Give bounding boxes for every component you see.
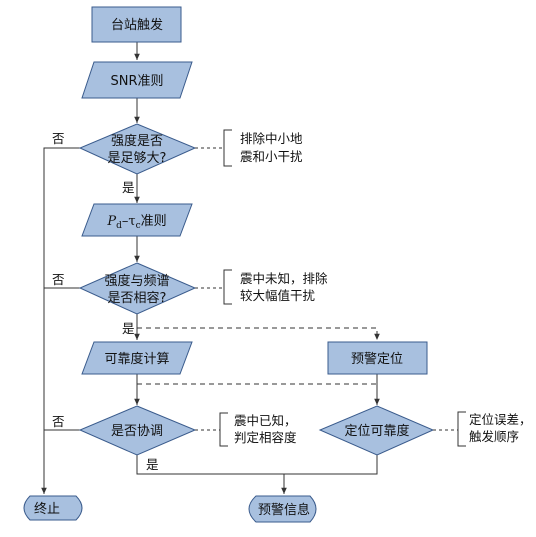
loc-reliable-question-label: 定位可靠度 (344, 423, 409, 439)
dashed-arrow-warn-locate (137, 327, 380, 340)
label-yes-strength: 是 (122, 180, 135, 195)
note-unknown-quake: 震中未知，排除 较大幅值干扰 (195, 269, 328, 305)
note-loc-error: 定位误差， 触发顺序 (433, 411, 532, 447)
strength-question-line1: 强度是否 (111, 133, 163, 149)
note-known-quake: 震中已知， 判定相容度 (195, 412, 297, 447)
connectors (41, 42, 380, 494)
label-no-match: 否 (52, 272, 65, 287)
node-warn-info-label: 预警信息 (258, 502, 310, 518)
note-loc-error-line2: 触发顺序 (469, 429, 519, 444)
label-no-coord: 否 (52, 414, 65, 429)
node-warn-info: 预警信息 (248, 495, 317, 523)
node-coord-question: 是否协调 (78, 405, 197, 456)
node-strength-question: 强度是否 是足够大? (78, 123, 197, 175)
node-terminate-label: 终止 (34, 501, 60, 517)
node-terminate: 终止 (23, 495, 83, 521)
arrow-no-terminate (41, 147, 80, 494)
note-known-quake-line1: 震中已知， (234, 413, 297, 428)
node-warn-locate-label: 预警定位 (351, 351, 403, 367)
node-loc-reliable-question: 定位可靠度 (318, 405, 435, 456)
node-pd-tc-label: Pd–τc准则 (106, 214, 166, 231)
dashed-arrow-loc-reliable (137, 383, 380, 405)
label-no-strength: 否 (52, 131, 65, 146)
note-small-quake-line1: 排除中小地 (240, 131, 303, 146)
note-unknown-quake-line2: 较大幅值干扰 (240, 288, 316, 303)
label-yes-coord: 是 (146, 457, 159, 472)
match-question-line2: 是否相容? (108, 290, 167, 306)
node-match-question: 强度与频谱 是否相容? (78, 262, 197, 315)
node-reliability-label: 可靠度计算 (104, 351, 169, 367)
node-trigger-label: 台站触发 (111, 17, 163, 33)
line-coord-yes (136, 455, 284, 475)
node-snr: SNR准则 (81, 61, 193, 99)
note-known-quake-line2: 判定相容度 (234, 430, 297, 445)
note-unknown-quake-line1: 震中未知，排除 (240, 271, 328, 286)
note-small-quake: 排除中小地 震和小干扰 (195, 129, 303, 167)
match-question-line1: 强度与频谱 (104, 273, 169, 289)
note-loc-error-line1: 定位误差， (469, 412, 532, 427)
strength-question-line2: 是足够大? (108, 151, 167, 166)
node-trigger: 台站触发 (91, 6, 182, 43)
node-snr-label: SNR准则 (110, 74, 163, 89)
node-warn-locate: 预警定位 (327, 341, 428, 375)
note-small-quake-line2: 震和小干扰 (240, 149, 303, 164)
line-loc-yes (284, 455, 378, 475)
node-reliability: 可靠度计算 (81, 341, 193, 375)
node-pd-tc: Pd–τc准则 (81, 203, 193, 237)
coord-question-label: 是否协调 (111, 424, 163, 439)
label-yes-match: 是 (122, 321, 135, 336)
